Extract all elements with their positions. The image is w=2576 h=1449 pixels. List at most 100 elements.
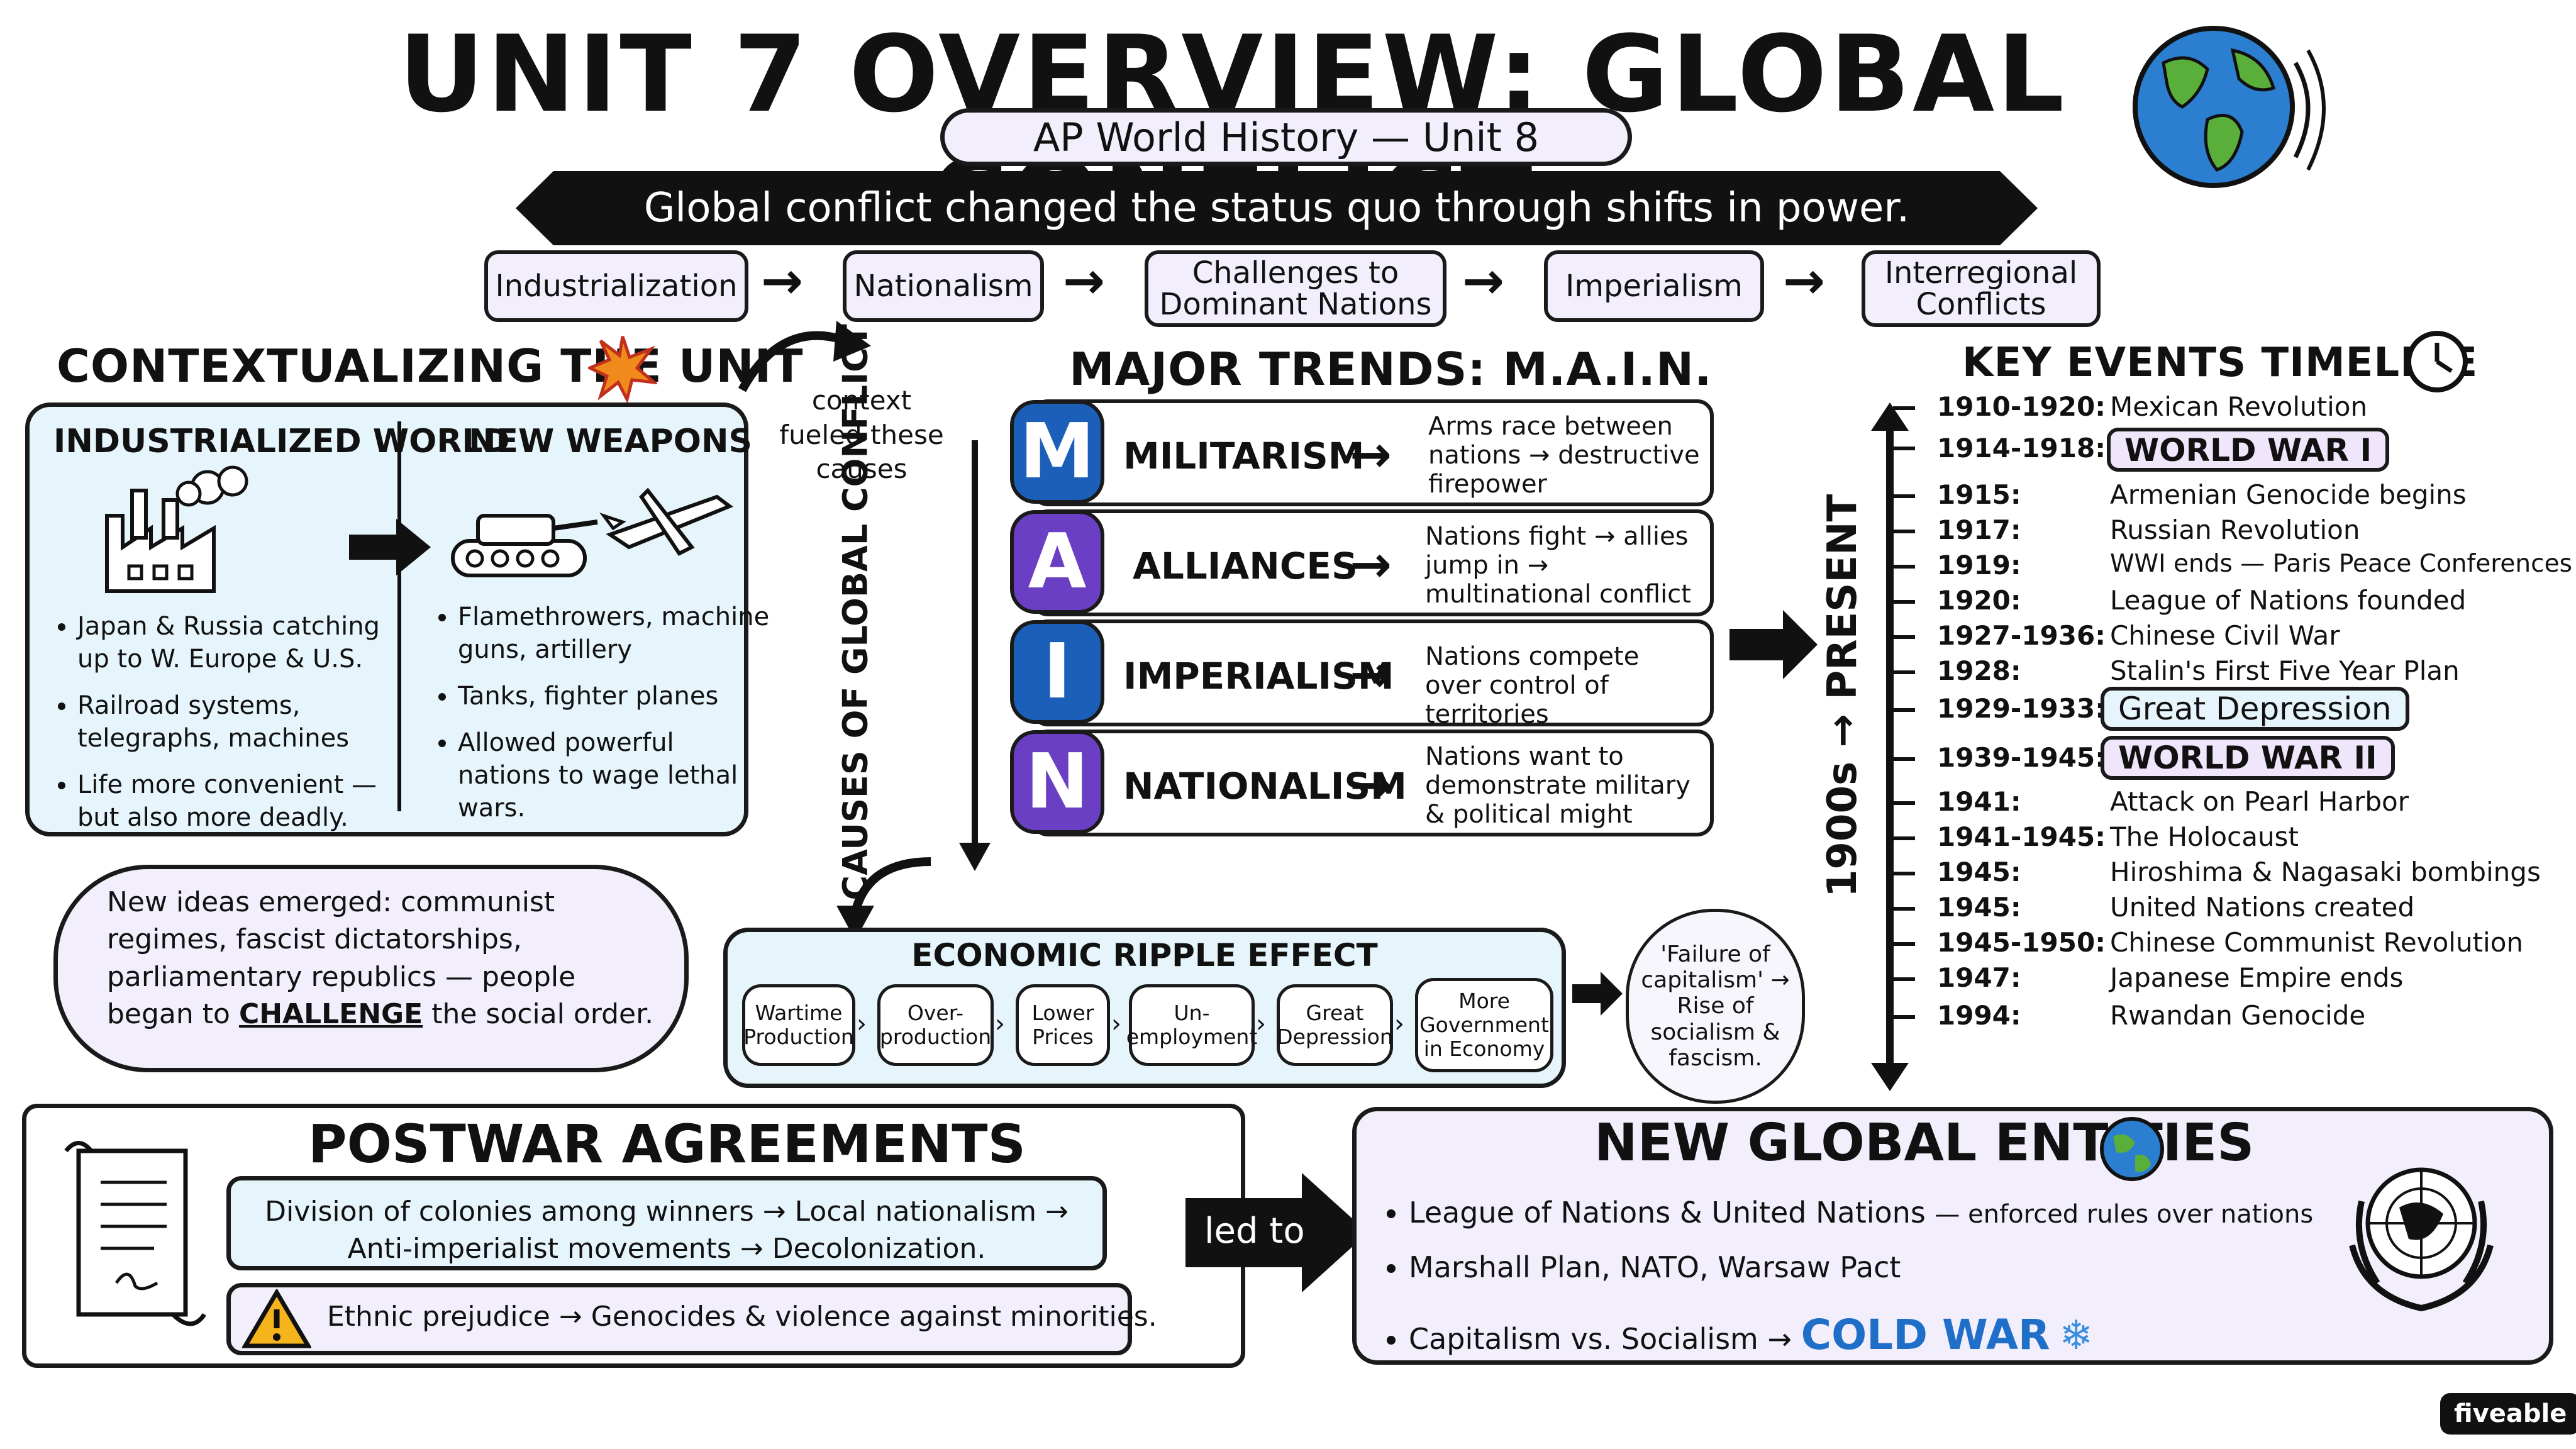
event-date: 1945: (1937, 892, 2021, 923)
ideas-cloud (53, 865, 689, 1072)
event-date: 1915: (1937, 479, 2021, 510)
weapons-title: NEW WEAPONS (469, 423, 752, 460)
arrow-right-icon: → (1462, 252, 1505, 310)
arrow-right-icon: → (1350, 425, 1392, 484)
led-to-arrow-icon (1185, 1173, 1368, 1292)
event-date: 1994: (1937, 1000, 2021, 1031)
event-name: Rwandan Genocide (2110, 1000, 2366, 1031)
weapons-bullets: Flamethrowers, machine guns, artillery T… (428, 601, 772, 838)
bullet-item: Tanks, fighter planes (458, 680, 772, 713)
bullet-item: Japan & Russia catching up to W. Europe … (77, 610, 404, 675)
bullet-item: Allowed powerful nations to wage lethal … (458, 726, 772, 824)
trend-desc: Nations fight → allies jump in → multina… (1425, 522, 1691, 609)
ideas-text: New ideas emerged: communist regimes, fa… (107, 884, 660, 1033)
causes-arrow-line (972, 440, 978, 843)
chevron-right-icon: › (857, 1009, 867, 1038)
explosion-icon (588, 336, 657, 402)
trend-name: MILITARISM (1123, 435, 1365, 477)
flow-step: Nationalism (843, 250, 1044, 322)
arrow-right-icon: → (1350, 645, 1392, 704)
event-name: Armenian Genocide begins (2110, 479, 2467, 510)
causes-label: CAUSES OF GLOBAL CONFLICT (835, 324, 875, 901)
globe-icon (2100, 1117, 2164, 1181)
trend-name: IMPERIALISM (1123, 655, 1394, 697)
industrialized-bullets: Japan & Russia catching up to W. Europe … (47, 610, 404, 848)
fueled-note: context fueled these causes (779, 385, 944, 485)
event-name: The Holocaust (2110, 821, 2299, 852)
event-date: 1941: (1937, 786, 2021, 817)
flow-step: Interregional Conflicts (1862, 250, 2101, 327)
entity-item: Capitalism vs. Socialism → COLD WAR ❄ (1409, 1296, 2352, 1375)
main-row-nationalism: N NATIONALISM → Nations want to demonstr… (1010, 730, 1714, 836)
arrow-right-icon (349, 519, 431, 575)
event-date: 1941-1945: (1937, 821, 2106, 852)
arrow-right-icon: → (761, 252, 804, 310)
postwar-heading: POSTWAR AGREEMENTS (308, 1113, 1026, 1175)
factory-icon (105, 465, 248, 593)
timeline-axis (1886, 421, 1894, 1063)
event-date: 1914-1918: (1937, 433, 2106, 464)
trend-name: NATIONALISM (1123, 765, 1407, 808)
letter-n: N (1010, 730, 1104, 834)
ripple-result-cloud: 'Failure of capitalism' → Rise of social… (1626, 909, 1805, 1104)
timeline-row: 1910-1920: Mexican Revolution (1893, 391, 2560, 426)
arrow-right-icon (1572, 972, 1623, 1016)
arrow-right-icon: → (1063, 252, 1106, 310)
postwar-line2-box (226, 1283, 1132, 1355)
event-date: 1945: (1937, 857, 2021, 887)
ripple-step: Wartime Production (742, 984, 855, 1066)
chevron-right-icon: › (1111, 1009, 1121, 1038)
chevron-right-icon: › (1256, 1009, 1266, 1038)
event-name: WWI ends — Paris Peace Conferences (2110, 550, 2572, 578)
timeline-heading: KEY EVENTS TIMELINE (1962, 340, 2479, 386)
thesis-text: Global conflict changed the status quo t… (643, 185, 1910, 231)
event-date: 1927-1936: (1937, 620, 2106, 651)
subtitle: AP World History — Unit 8 (1033, 114, 1540, 160)
letter-m: M (1010, 400, 1104, 504)
bullet-item: Life more convenient — but also more dea… (77, 769, 404, 834)
tank-and-plane-icon (451, 487, 734, 577)
globe-icon (2133, 26, 2326, 188)
event-date: 1939-1945: (1937, 742, 2106, 773)
arrow-right-icon: → (1783, 252, 1826, 310)
bullet-item: Flamethrowers, machine guns, artillery (458, 601, 772, 666)
banner-tail-right (2000, 171, 2038, 245)
postwar-line2: Ethnic prejudice → Genocides & violence … (327, 1301, 1157, 1333)
main-heading: MAJOR TRENDS: M.A.I.N. (1069, 343, 1713, 396)
arrow-right-icon: → (1350, 755, 1392, 814)
event-name: Chinese Civil War (2110, 620, 2340, 651)
trend-desc: Nations compete over control of territor… (1425, 642, 1640, 729)
event-date: 1920: (1937, 585, 2021, 616)
ripple-heading: ECONOMIC RIPPLE EFFECT (911, 937, 1378, 974)
snowflake-icon: ❄ (2059, 1312, 2093, 1359)
un-emblem-icon (2349, 1167, 2494, 1312)
event-date: 1945-1950: (1937, 927, 2106, 958)
curved-arrow-icon (738, 321, 871, 392)
banner-tail-left (516, 171, 553, 245)
event-highlight: WORLD WAR II (2101, 736, 2395, 780)
subtitle-pill: AP World History — Unit 8 (940, 108, 1632, 166)
context-heading: CONTEXTUALIZING THE UNIT (57, 340, 804, 392)
ideas-after: the social order. (431, 998, 654, 1031)
entity-item: League of Nations & United Nations — enf… (1409, 1185, 2352, 1240)
arrow-right-icon: → (1350, 535, 1392, 594)
warning-icon (242, 1289, 311, 1348)
event-date: 1919: (1937, 550, 2021, 580)
main-row-alliances: A ALLIANCES → Nations fight → allies jum… (1010, 509, 1714, 616)
ripple-step: Lower Prices (1016, 984, 1110, 1066)
event-name: Chinese Communist Revolution (2110, 927, 2524, 958)
ripple-step: Over-production (877, 984, 994, 1066)
event-highlight: WORLD WAR I (2107, 428, 2390, 472)
trend-desc: Nations want to demonstrate military & p… (1425, 742, 1690, 829)
cold-war-label: COLD WAR (1801, 1310, 2050, 1359)
event-date: 1929-1933: (1937, 693, 2106, 724)
event-name: Stalin's First Five Year Plan (2110, 655, 2460, 686)
event-name: Hiroshima & Nagasaki bombings (2110, 857, 2541, 887)
ripple-step: Great Depression (1277, 984, 1393, 1066)
thesis-banner: Global conflict changed the status quo t… (553, 171, 2000, 245)
event-highlight: Great Depression (2101, 687, 2409, 731)
main-row-militarism: M MILITARISM → Arms race between nations… (1010, 399, 1714, 506)
entity-item: Marshall Plan, NATO, Warsaw Pact (1409, 1240, 2352, 1295)
event-date: 1910-1920: (1937, 391, 2106, 422)
letter-a: A (1010, 510, 1104, 614)
